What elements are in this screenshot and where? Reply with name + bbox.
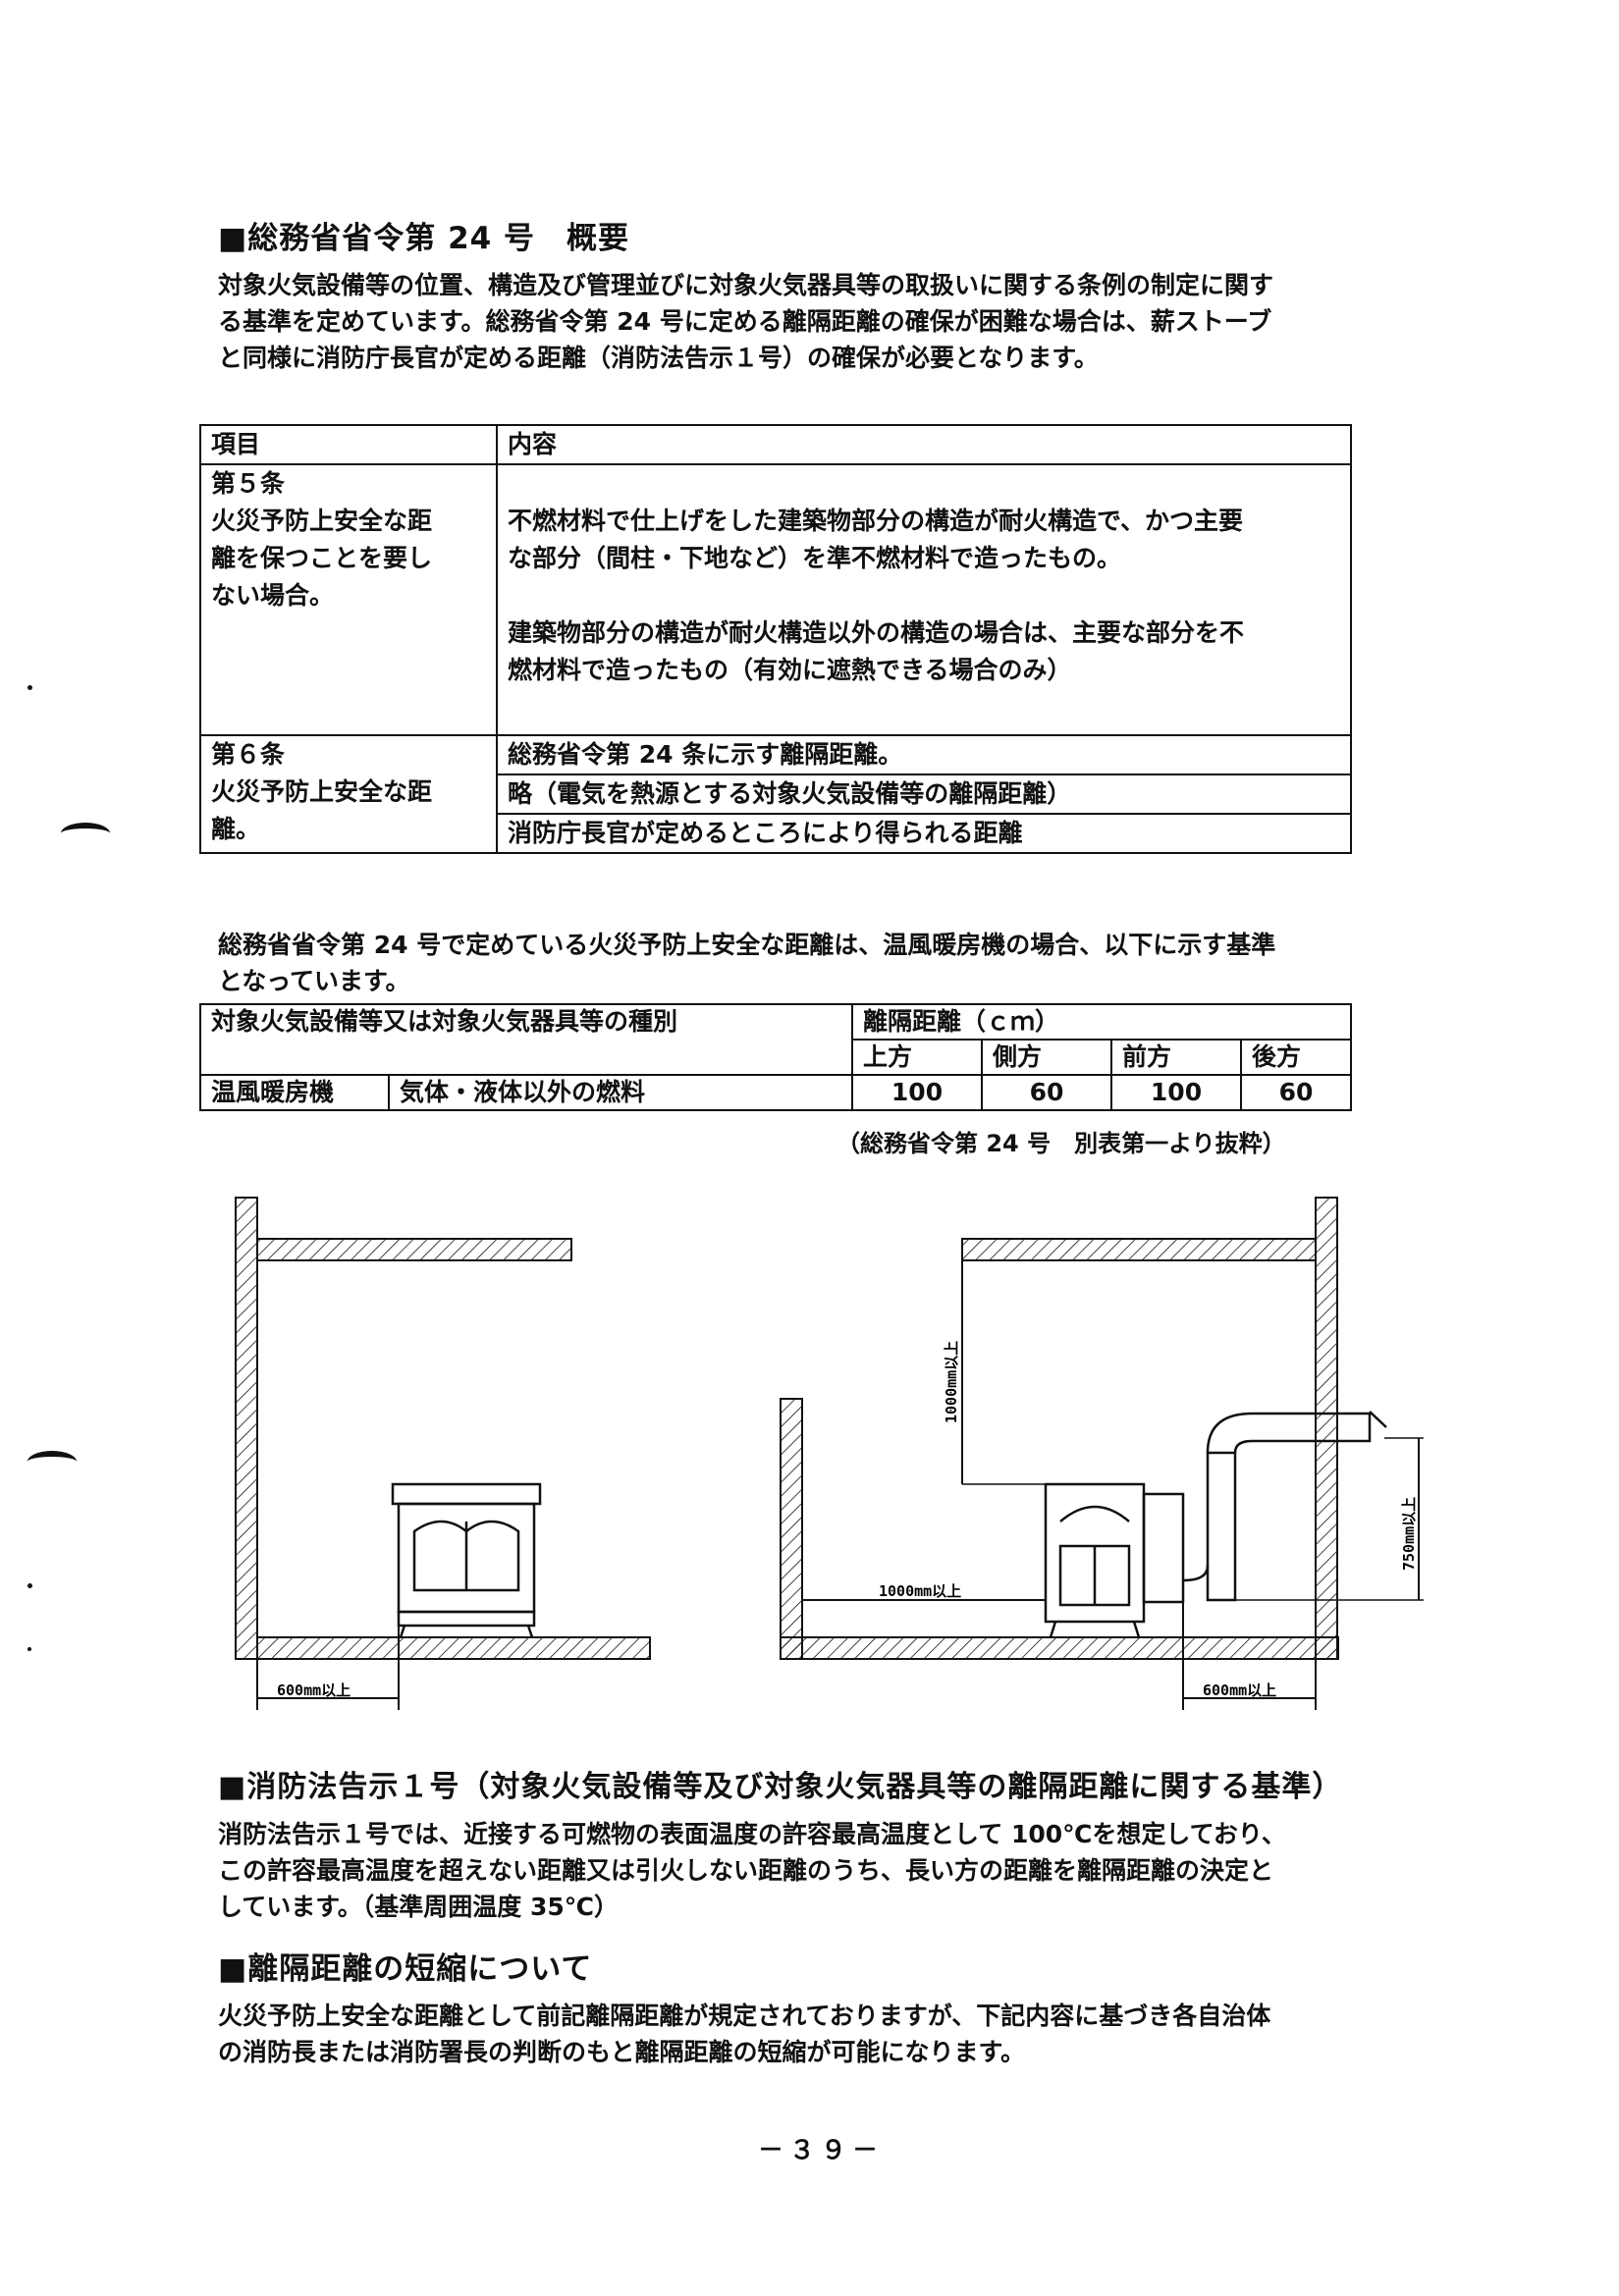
table1-header-content: 内容: [496, 424, 1352, 465]
art6-line-2: 火災予防上安全な距: [211, 777, 433, 806]
page-number: －３９－: [758, 2136, 885, 2165]
art6-line-3: 離。: [211, 815, 261, 843]
section1-line-2: る基準を定めています。総務省令第 24 号に定める離隔距離の確保が困難な場合は、…: [218, 307, 1272, 336]
section3-paragraph: 消防法告示１号では、近接する可燃物の表面温度の許容最高温度として 100℃を想定…: [218, 1816, 1286, 1925]
table1-art5-content: 不燃材料で仕上げをした建築物部分の構造が耐火構造で、かつ主要 な部分（間柱・下地…: [496, 463, 1352, 736]
section4-line-2: の消防長または消防署長の判断のもと離隔距離の短縮が可能になります。: [218, 2038, 1026, 2066]
art5-content-a-1: 不燃材料で仕上げをした建築物部分の構造が耐火構造で、かつ主要: [508, 507, 1244, 535]
art5-line-1: 第５条: [211, 469, 286, 498]
table2-value-front: 100: [1110, 1074, 1242, 1111]
table2-dir-front: 前方: [1110, 1039, 1242, 1076]
art5-line-2: 火災予防上安全な距: [211, 507, 433, 535]
table1-header-item: 項目: [199, 424, 498, 465]
clearance-figure: 600mm以上 1000mm以上 1000mm以上: [235, 1197, 1424, 1710]
table2-value-up: 100: [851, 1074, 983, 1111]
table2-fuel: 気体・液体以外の燃料: [388, 1074, 853, 1111]
table2-dir-back: 後方: [1240, 1039, 1352, 1076]
section2-line-1: 総務省省令第 24 号で定めている火災予防上安全な距離は、温風暖房機の場合、以下…: [218, 931, 1276, 959]
section1-heading: ■総務省省令第 24 号 概要: [218, 221, 630, 256]
section2-paragraph: 総務省省令第 24 号で定めている火災予防上安全な距離は、温風暖房機の場合、以下…: [218, 927, 1275, 999]
section3-line-3: しています。（基準周囲温度 35℃）: [218, 1893, 620, 1921]
right-flue-dimension: 750mm以上: [1400, 1497, 1418, 1571]
section3-line-1: 消防法告示１号では、近接する可燃物の表面温度の許容最高温度として 100℃を想定…: [218, 1820, 1286, 1848]
art5-line-4: ない場合。: [211, 581, 335, 610]
section1-line-3: と同様に消防庁長官が定める距離（消防法告示１号）の確保が必要となります。: [218, 344, 1099, 372]
art6-line-1: 第６条: [211, 740, 286, 769]
section3-heading: ■消防法告示１号（対象火気設備等及び対象火気器具等の離隔距離に関する基準）: [218, 1770, 1343, 1804]
left-floor-dimension: 600mm以上: [277, 1682, 351, 1699]
section4-line-1: 火災予防上安全な距離として前記離隔距離が規定されておりますが、下記内容に基づき各…: [218, 2002, 1271, 2030]
article-table: 項目 内容 第５条 火災予防上安全な距 離を保つことを要し ない場合。 不燃材料…: [199, 424, 1352, 854]
section4-heading: ■離隔距離の短縮について: [218, 1951, 593, 1987]
scan-dot-3: [27, 1647, 31, 1651]
section2-line-2: となっています。: [218, 967, 410, 995]
table1-art6-row-1: 総務省令第 24 条に示す離隔距離。: [496, 734, 1352, 775]
table1-art6-label: 第６条 火災予防上安全な距 離。: [199, 734, 498, 854]
table2-dir-side: 側方: [981, 1039, 1112, 1076]
art5-content-b-1: 建築物部分の構造が耐火構造以外の構造の場合は、主要な部分を不: [508, 618, 1245, 647]
scan-dot-1: [27, 685, 32, 690]
table2-equipment: 温風暖房機: [199, 1074, 390, 1111]
right-top-dimension: 1000mm以上: [943, 1341, 960, 1423]
section1-line-1: 対象火気設備等の位置、構造及び管理並びに対象火気器具等の取扱いに関する条例の制定…: [218, 271, 1274, 299]
right-side-dimension: 1000mm以上: [879, 1582, 961, 1600]
left-stove-illustration: [391, 1482, 542, 1638]
right-room-diagram: 1000mm以上 1000mm以上 750mm以上 600mm以上: [780, 1197, 1424, 1710]
table2-distance-header: 離隔距離（ｃｍ）: [851, 1003, 1352, 1041]
art5-content-a-2: な部分（間柱・下地など）を準不燃材料で造ったもの。: [508, 544, 1122, 572]
table2-dir-up: 上方: [851, 1039, 983, 1076]
table2-type-header: 対象火気設備等又は対象火気器具等の種別: [199, 1003, 853, 1076]
section3-line-2: この許容最高温度を超えない距離又は引火しない距離のうち、長い方の距離を離隔距離の…: [218, 1856, 1274, 1885]
scan-mark-2: [27, 1451, 77, 1472]
right-floor-dimension: 600mm以上: [1203, 1682, 1276, 1699]
scan-mark-1: [61, 823, 110, 844]
art5-content-b-2: 燃材料で造ったもの（有効に遮熱できる場合のみ）: [508, 656, 1072, 684]
scan-dot-2: [27, 1583, 32, 1588]
table2-note: （総務省令第 24 号 別表第一より抜粋）: [836, 1130, 1286, 1157]
table1-art6-row-3: 消防庁長官が定めるところにより得られる距離: [496, 813, 1352, 854]
table2-value-side: 60: [981, 1074, 1112, 1111]
right-heater-illustration: [1044, 1411, 1387, 1638]
art5-line-3: 離を保つことを要し: [211, 544, 433, 572]
left-room-diagram: 600mm以上: [235, 1197, 651, 1710]
section4-paragraph: 火災予防上安全な距離として前記離隔距離が規定されておりますが、下記内容に基づき各…: [218, 1998, 1270, 2070]
clearance-table: 対象火気設備等又は対象火気器具等の種別 離隔距離（ｃｍ） 上方 側方 前方 後方…: [199, 1003, 1352, 1111]
table1-art5-label: 第５条 火災予防上安全な距 離を保つことを要し ない場合。: [199, 463, 498, 736]
section1-paragraph: 対象火気設備等の位置、構造及び管理並びに対象火気器具等の取扱いに関する条例の制定…: [218, 267, 1273, 376]
table1-art6-row-2: 略（電気を熱源とする対象火気設備等の離隔距離）: [496, 774, 1352, 815]
table2-value-back: 60: [1240, 1074, 1352, 1111]
